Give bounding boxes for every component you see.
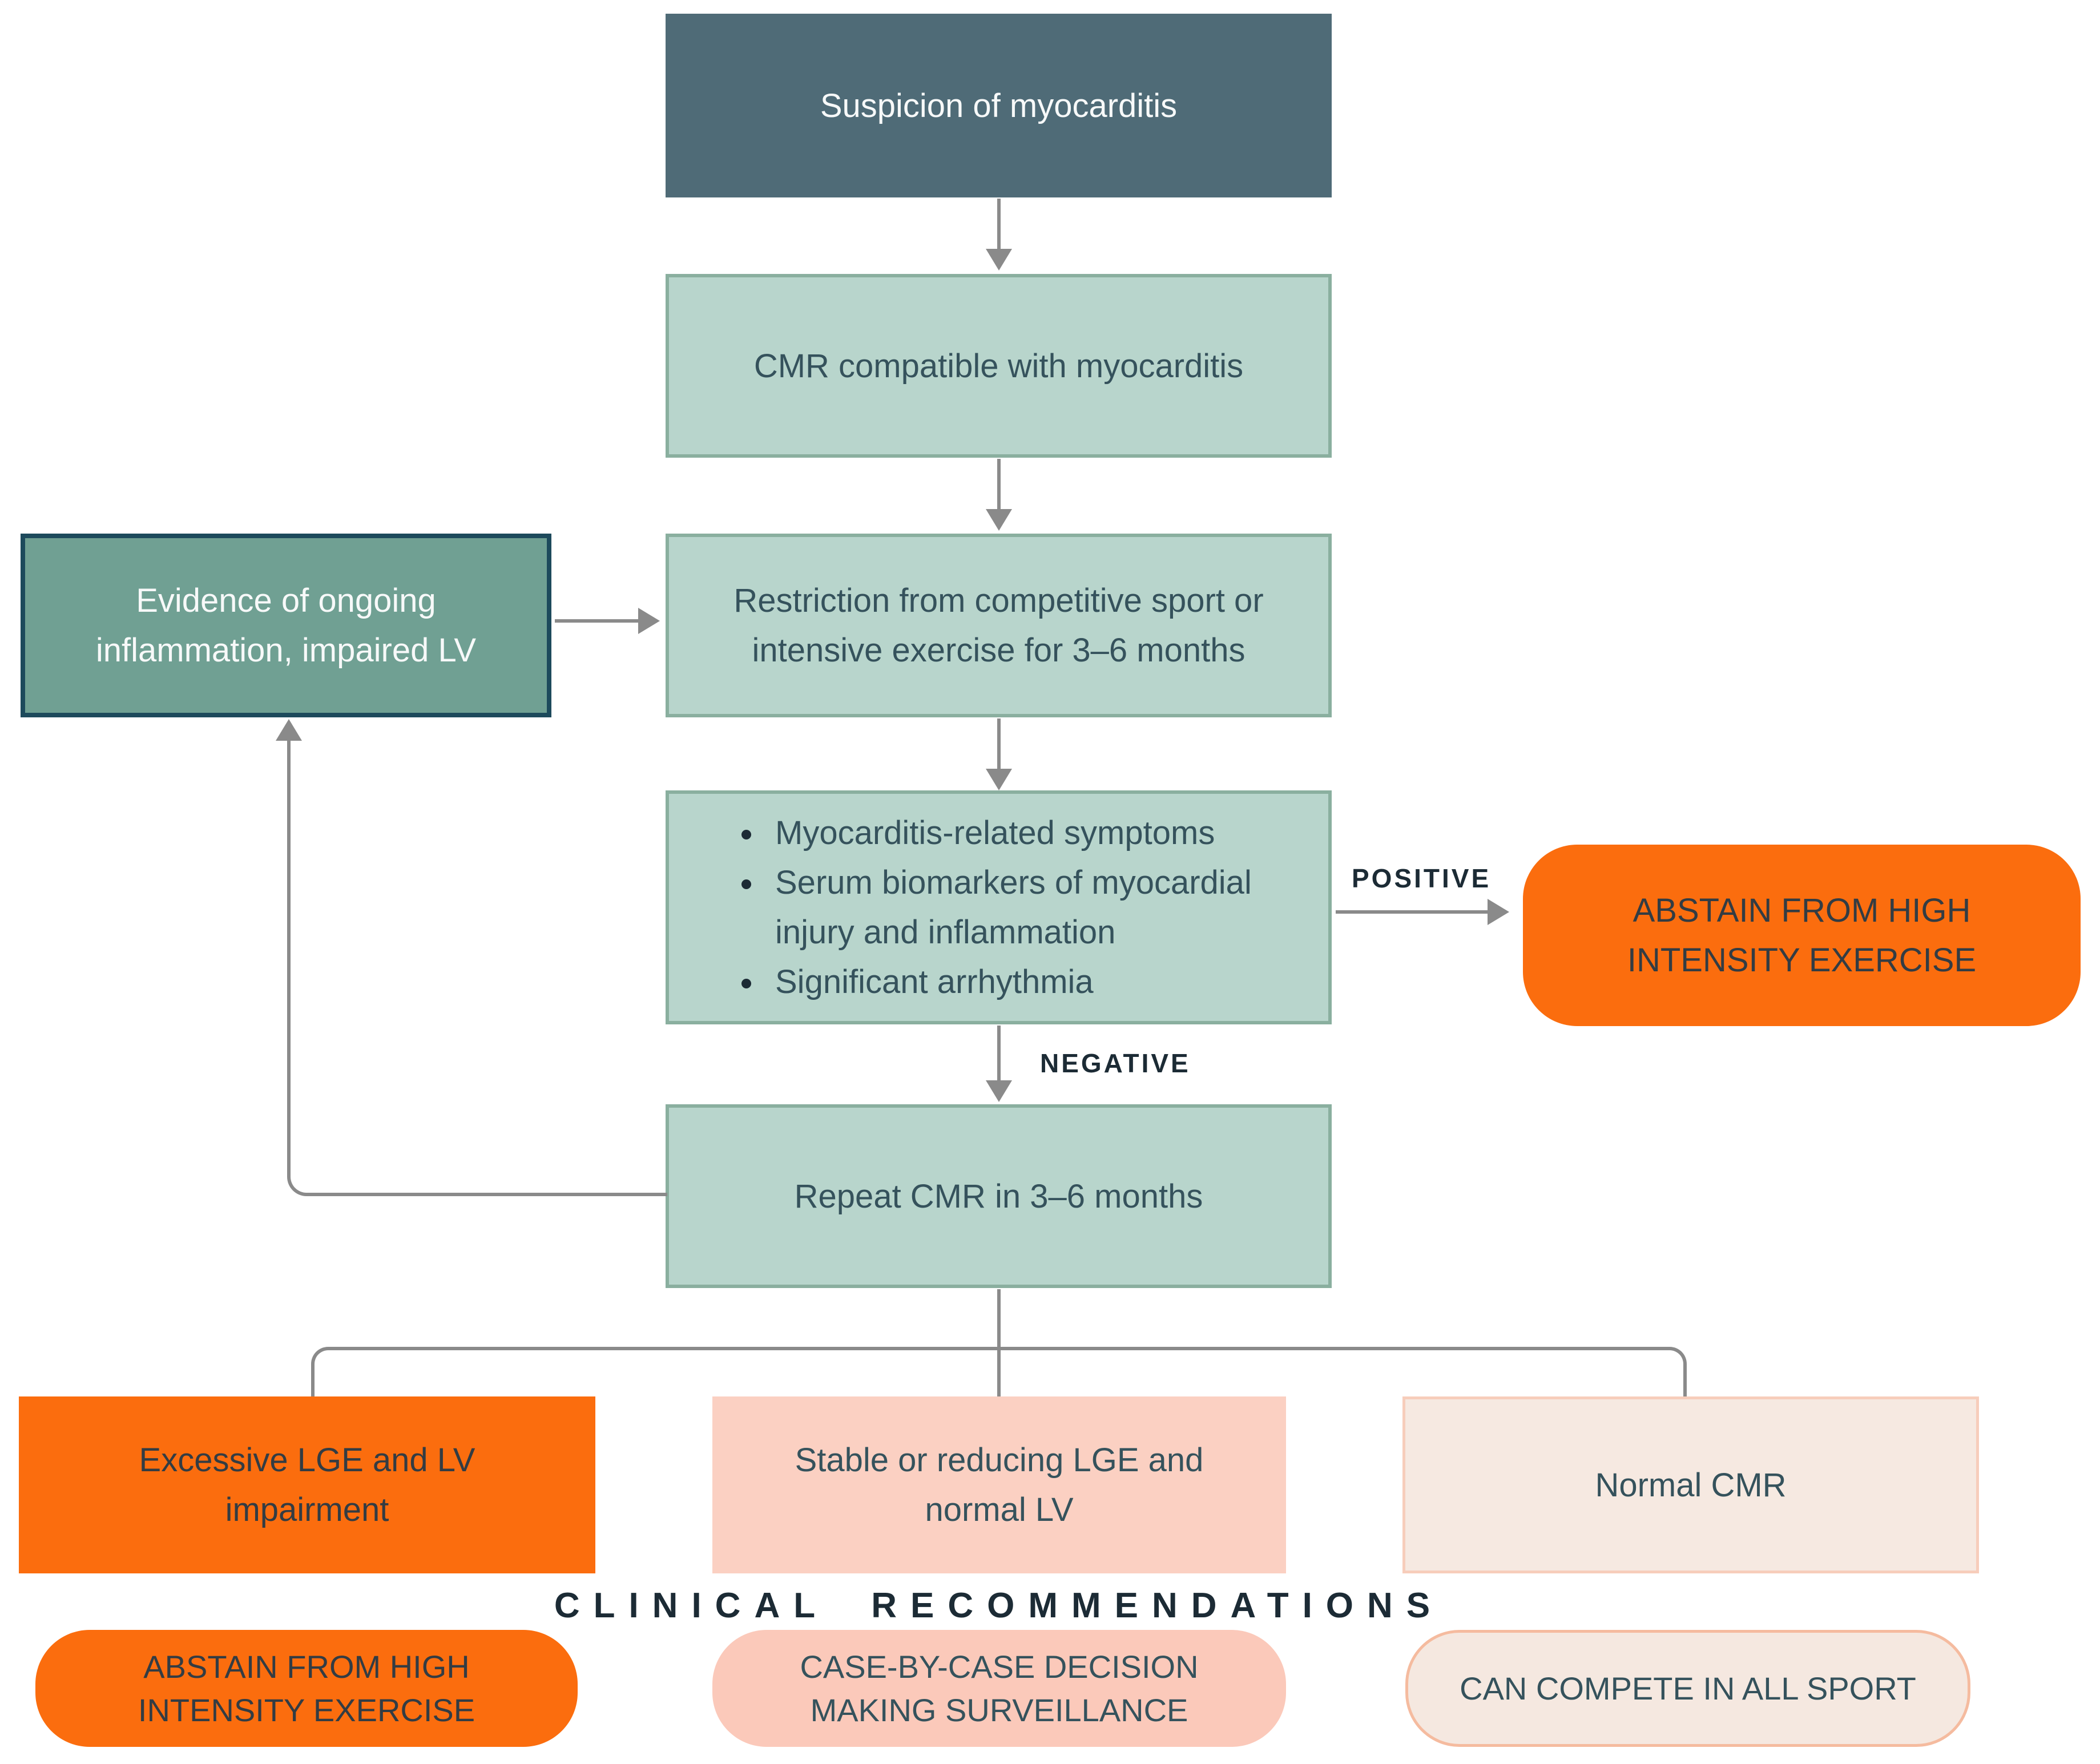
node-outcome-normal-cmr: Normal CMR [1402,1396,1979,1573]
node-outcome-stable-lge-label: Stable or reducing LGE and normal LV [795,1442,1204,1528]
connector-repeat-branch [997,1289,1001,1396]
node-outcome-excessive-lge: Excessive LGE and LV impairment [19,1396,595,1573]
recommendation-abstain-label: ABSTAIN FROM HIGH INTENSITY EXERCISE [138,1648,475,1728]
connector-feedback-loop [287,740,667,1196]
criteria-list: Myocarditis-related symptoms Serum bioma… [720,808,1288,1007]
criteria-item: Serum biomarkers of myocardial injury an… [765,858,1288,957]
node-restriction: Restriction from competitive sport or in… [666,534,1332,717]
node-outcome-excessive-lge-label: Excessive LGE and LV impairment [139,1442,475,1528]
arrowhead-down-3-icon [986,769,1012,790]
node-evidence-inflammation: Evidence of ongoing inflammation, impair… [21,534,551,717]
node-cmr-compatible: CMR compatible with myocarditis [666,274,1332,458]
node-repeat-cmr: Repeat CMR in 3–6 months [666,1104,1332,1288]
arrowhead-right-2-icon [1488,899,1509,925]
connector-criteria-repeat [997,1026,1001,1080]
negative-label: NEGATIVE [1040,1048,1191,1078]
node-cmr-compatible-label: CMR compatible with myocarditis [753,347,1244,385]
connector-cmr-restriction [997,459,1001,509]
connector-positive [1336,910,1489,914]
arrowhead-right-1-icon [638,608,660,634]
node-evidence-label: Evidence of ongoing inflammation, impair… [95,582,477,669]
recommendation-abstain: ABSTAIN FROM HIGH INTENSITY EXERCISE [35,1630,578,1747]
recommendation-case-by-case-label: CASE-BY-CASE DECISION MAKING SURVEILLANC… [800,1648,1199,1728]
connector-branch-three-way [311,1347,1687,1398]
section-heading: CLINICAL RECOMMENDATIONS [554,1586,1444,1625]
node-abstain-positive: ABSTAIN FROM HIGH INTENSITY EXERCISE [1523,845,2081,1026]
node-repeat-cmr-label: Repeat CMR in 3–6 months [794,1177,1203,1215]
positive-label: POSITIVE [1352,863,1492,893]
node-criteria: Myocarditis-related symptoms Serum bioma… [666,790,1332,1024]
recommendation-can-compete: CAN COMPETE IN ALL SPORT [1405,1630,1970,1747]
criteria-item: Myocarditis-related symptoms [765,808,1288,858]
connector-restriction-criteria [997,718,1001,769]
arrowhead-up-icon [276,719,302,741]
node-restriction-label: Restriction from competitive sport or in… [733,582,1264,669]
arrowhead-down-4-icon [986,1080,1012,1102]
connector-evidence-restriction [555,619,639,623]
arrowhead-down-2-icon [986,509,1012,531]
node-suspicion-label: Suspicion of myocarditis [820,87,1178,124]
node-outcome-stable-lge: Stable or reducing LGE and normal LV [712,1396,1286,1573]
node-outcome-normal-cmr-label: Normal CMR [1595,1466,1787,1504]
connector-suspicion-cmr [997,199,1001,249]
node-suspicion: Suspicion of myocarditis [666,14,1332,197]
node-abstain-positive-label: ABSTAIN FROM HIGH INTENSITY EXERCISE [1627,892,1977,979]
recommendation-can-compete-label: CAN COMPETE IN ALL SPORT [1460,1670,1916,1706]
recommendation-case-by-case: CASE-BY-CASE DECISION MAKING SURVEILLANC… [712,1630,1286,1747]
criteria-item: Significant arrhythmia [765,957,1288,1007]
arrowhead-down-1-icon [986,249,1012,271]
